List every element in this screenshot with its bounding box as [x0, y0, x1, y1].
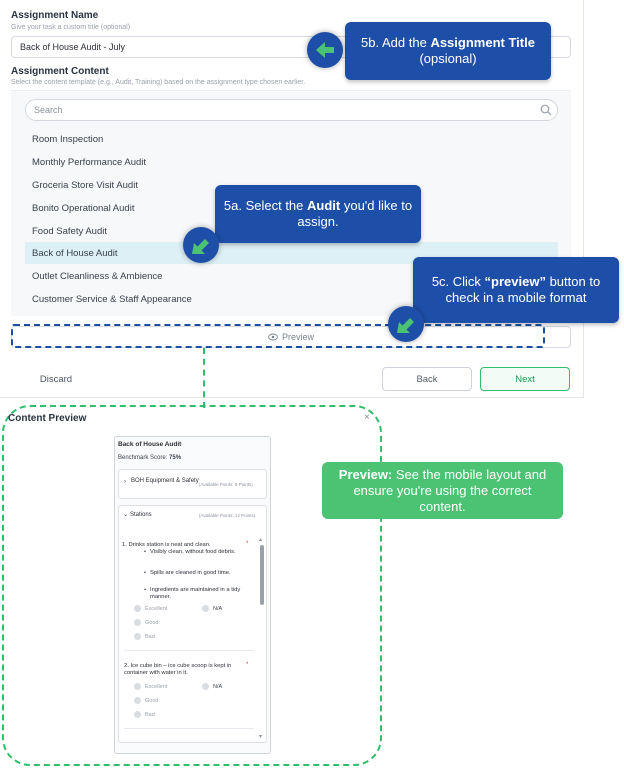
callout-5b: 5b. Add the Assignment Title (opsional) [345, 22, 551, 80]
radio-icon [134, 619, 141, 626]
radio-icon [134, 605, 141, 612]
required-mark: * [246, 662, 249, 668]
option-label: Excellent [145, 683, 168, 690]
callout-5a-bold: Audit [307, 198, 341, 213]
callout-5a-subtext: you'd like to assign. [297, 198, 413, 229]
discard-button[interactable]: Discard [39, 373, 73, 385]
radio-icon [134, 633, 141, 640]
list-item[interactable]: Bonito Operational Audit [32, 203, 135, 214]
radio-icon [134, 711, 141, 718]
option-label: Excellent [145, 605, 168, 612]
arrow-icon [192, 239, 209, 254]
questions-scroll[interactable] [124, 531, 266, 739]
section-points: (Available Points: 8 Points) [199, 482, 253, 487]
divider [124, 728, 254, 729]
preview-audit-title: Back of House Audit [118, 441, 182, 448]
benchmark-value: 75% [169, 455, 182, 461]
preview-highlight-frame [11, 324, 545, 348]
question-bullet: Visibly clean, without food debris. [150, 549, 236, 555]
search-icon [540, 104, 552, 116]
callout-5b-text: 5b. Add the [361, 35, 431, 50]
arrow-5b [307, 32, 343, 68]
option-label: N/A [213, 605, 223, 612]
preview-callout-text: See the mobile layout and ensure you're … [353, 467, 547, 514]
radio-icon [202, 683, 209, 690]
assignment-content-label: Assignment Content [11, 66, 109, 77]
assignment-content-help: Select the content template (e.g., Audit… [11, 79, 306, 86]
list-item[interactable]: Groceria Store Visit Audit [32, 180, 138, 191]
radio-icon [202, 605, 209, 612]
arrow-icon [397, 318, 414, 333]
section-name: Stations [130, 512, 152, 518]
chevron-down-icon: ⌄ [123, 512, 129, 518]
option-bad[interactable]: Bad [134, 711, 155, 718]
option-label: Good [145, 697, 159, 704]
divider [124, 650, 254, 651]
arrow-icon [316, 42, 334, 58]
section-boh-equipment[interactable]: › BOH Equipment & Safety (Available Poin… [118, 469, 267, 499]
arrow-5a [183, 227, 219, 263]
list-item[interactable]: Monthly Performance Audit [32, 157, 147, 168]
close-icon[interactable]: × [364, 412, 370, 423]
bullet: • [144, 549, 147, 555]
preview-benchmark: Benchmark Score: 75% [118, 455, 181, 461]
section-name: BOH Equipment & Safety [131, 478, 199, 484]
callout-5c-text: 5c. Click [431, 274, 485, 289]
preview-callout-bold: Preview: [338, 467, 393, 482]
bullet: • [144, 587, 147, 593]
callout-5c: 5c. Click “preview” button to check in a… [413, 257, 619, 323]
question-bullet: Ingredients are maintained in a tidy man… [150, 587, 241, 600]
callout-5c-subtext: button to check in a mobile format [445, 274, 601, 305]
back-button[interactable]: Back [382, 367, 472, 391]
callout-5a: 5a. Select the Audit you'd like to assig… [215, 185, 421, 243]
question-bullet: Spills are cleaned in good time. [150, 570, 231, 576]
callout-5b-bold: Assignment Title [430, 35, 535, 50]
required-mark: * [246, 541, 249, 547]
eye-icon [268, 333, 278, 341]
list-item[interactable]: Outlet Cleanliness & Ambience [32, 271, 163, 282]
section-points: (Available Points: 12 Points) [199, 513, 256, 518]
benchmark-label: Benchmark Score: [118, 455, 170, 461]
option-label: Good [145, 619, 159, 626]
assignment-name-help: Give your task a custom title (optional) [11, 24, 131, 31]
option-label: Bad [145, 633, 155, 640]
scroll-up-icon[interactable]: ▴ [259, 537, 263, 543]
option-excellent[interactable]: Excellent [134, 605, 167, 612]
option-na[interactable]: N/A [202, 683, 222, 690]
preview-connector [203, 348, 205, 408]
arrow-5c [388, 306, 424, 342]
callout-5c-bold: “preview” [484, 274, 546, 289]
question-text: 2. Ice cube bin – ice cube scoop is kept… [124, 663, 232, 676]
option-excellent[interactable]: Excellent [134, 683, 167, 690]
list-item[interactable]: Customer Service & Staff Appearance [32, 294, 192, 305]
search-input[interactable]: Search [25, 99, 558, 121]
preview-label: Preview [281, 332, 314, 342]
option-label: Bad [145, 711, 155, 718]
question-text: 1. Drinks station is neat and clean. [122, 542, 211, 548]
callout-5a-text: 5a. Select the [223, 198, 308, 213]
option-good[interactable]: Good [134, 619, 158, 626]
option-label: N/A [213, 683, 223, 690]
scroll-down-icon[interactable]: ▾ [259, 734, 263, 740]
option-good[interactable]: Good [134, 697, 158, 704]
assignment-name-label: Assignment Name [11, 10, 99, 21]
option-na[interactable]: N/A [202, 605, 222, 612]
bullet: • [144, 570, 147, 576]
radio-icon [134, 697, 141, 704]
content-preview-frame [2, 405, 382, 766]
content-preview-title: Content Preview [8, 413, 87, 424]
chevron-right-icon: › [124, 479, 126, 485]
list-item[interactable]: Room Inspection [32, 134, 104, 145]
callout-5b-subtext: (opsional) [419, 51, 477, 66]
next-button[interactable]: Next [480, 367, 570, 391]
list-item[interactable]: Food Safety Audit [32, 226, 107, 237]
scrollbar-thumb[interactable] [260, 545, 264, 605]
preview-callout: Preview: See the mobile layout and ensur… [322, 462, 563, 519]
radio-icon [134, 683, 141, 690]
option-bad[interactable]: Bad [134, 633, 155, 640]
